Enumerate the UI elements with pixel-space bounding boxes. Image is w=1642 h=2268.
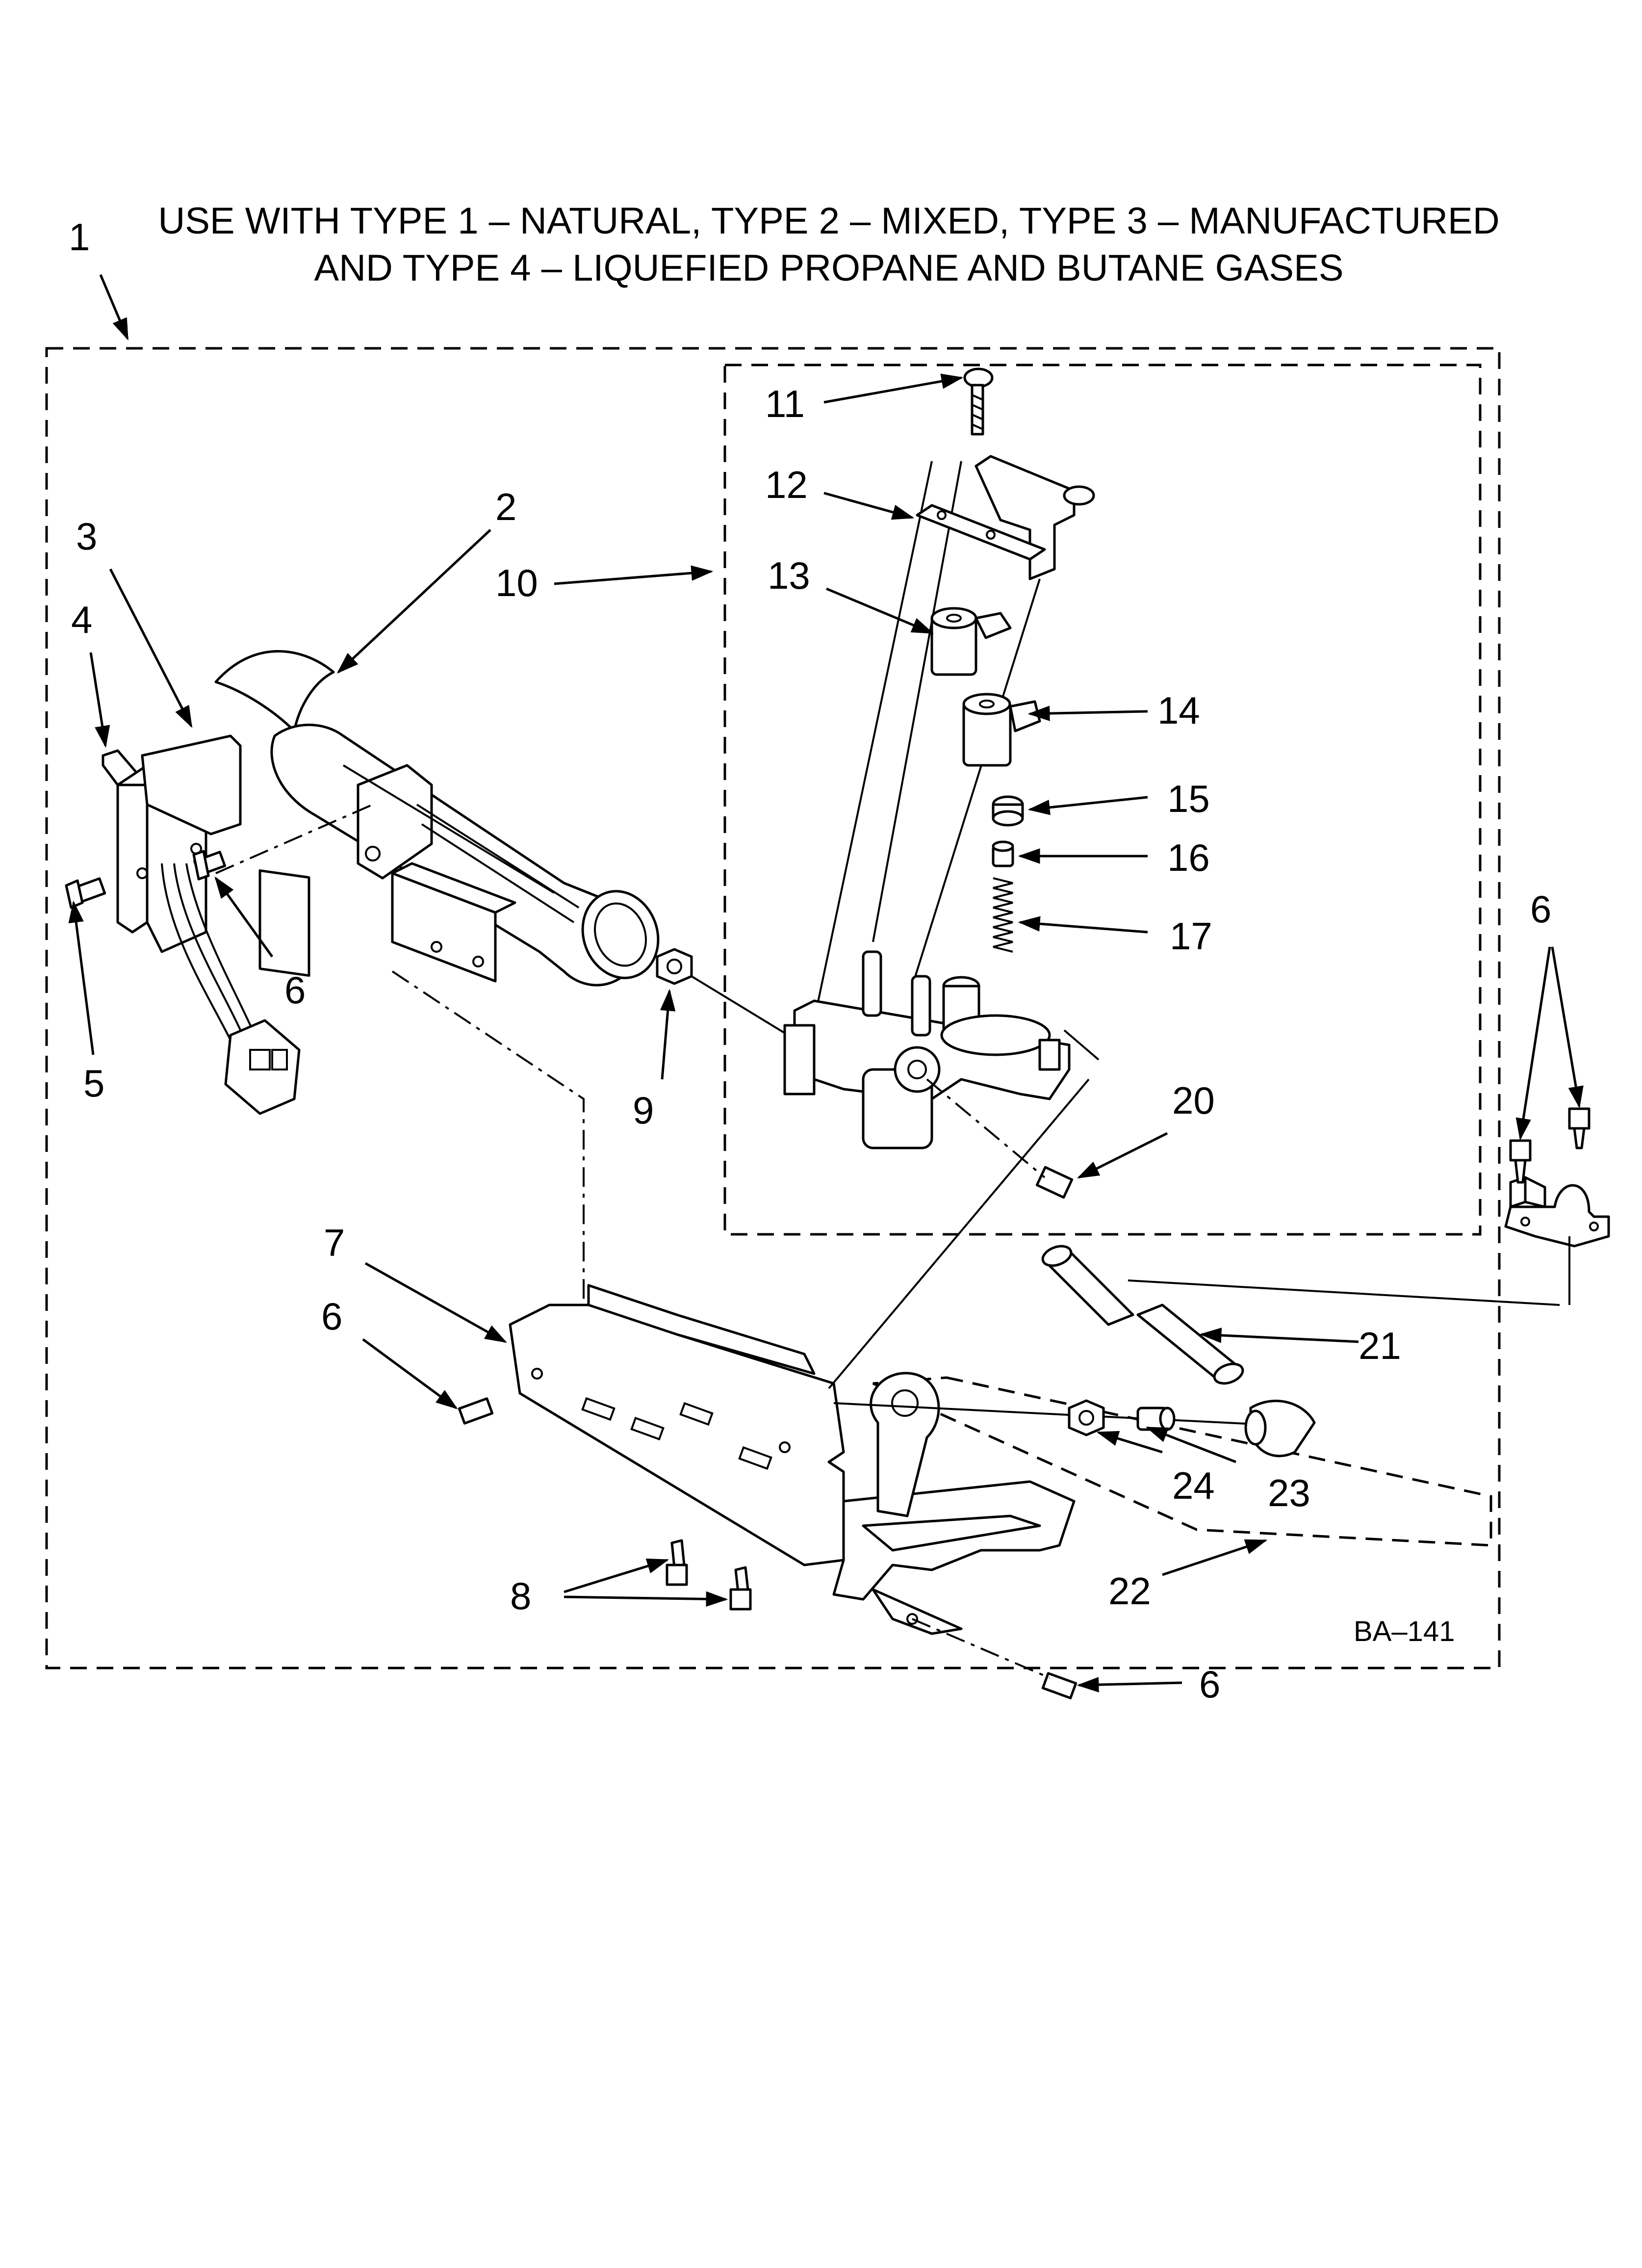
callout-8: 8	[510, 1574, 531, 1617]
diagram-code: BA–141	[1354, 1616, 1455, 1647]
orifice-part-9	[656, 948, 693, 985]
callout-6-bracket: 6	[284, 968, 306, 1012]
screw-bracket	[192, 850, 227, 881]
callout-13: 13	[768, 554, 810, 597]
callout-7: 7	[324, 1221, 345, 1264]
nut-part-24	[1068, 1399, 1105, 1436]
callout-11: 11	[765, 382, 805, 425]
guide-line-a	[813, 461, 933, 1021]
screw-clip-left	[1509, 1139, 1532, 1184]
pipe-clip	[1504, 1176, 1610, 1248]
assembly-boundary-outer	[45, 347, 1501, 1669]
valve-assembly-boundary	[723, 364, 1482, 1236]
adapter-part-23	[1136, 1407, 1176, 1431]
coil-part-13	[930, 607, 1012, 676]
centerline-shield-to-base	[391, 970, 585, 1325]
callout-10: 10	[495, 561, 538, 604]
screw-part-8-right	[729, 1566, 752, 1611]
base-to-hose-line	[833, 1402, 1276, 1426]
elbow-fitting	[1244, 1400, 1316, 1458]
mounting-base-part-7	[509, 1284, 1076, 1635]
callout-22: 22	[1108, 1569, 1151, 1613]
callout-21: 21	[1359, 1324, 1401, 1367]
screw-clip-right	[1568, 1107, 1591, 1149]
cap-part-15	[992, 795, 1024, 827]
screw-part-11	[963, 367, 994, 436]
wire-connector	[224, 1019, 301, 1115]
hose-kit-boundary	[872, 1376, 1492, 1547]
plunger-part-16	[992, 840, 1014, 867]
callout-9: 9	[633, 1089, 654, 1132]
igniter-wires	[161, 863, 254, 1041]
screw-base-left	[458, 1397, 494, 1425]
callout-2: 2	[495, 485, 516, 528]
spring-part-17	[993, 877, 1013, 953]
guide-line-b	[872, 461, 962, 942]
centerline-fitting	[926, 1078, 1046, 1178]
title-line-1: USE WITH TYPE 1 – NATURAL, TYPE 2 – MIXE…	[158, 200, 1499, 242]
fitting-part-20	[1035, 1166, 1074, 1199]
callout-1: 1	[69, 215, 90, 259]
callout-5: 5	[83, 1062, 104, 1105]
screw-base-bottom	[1041, 1672, 1078, 1699]
callout-16: 16	[1167, 836, 1210, 879]
callout-3: 3	[76, 515, 97, 558]
callout-4: 4	[71, 598, 92, 641]
screw-part-8-left	[666, 1539, 688, 1586]
callout-17: 17	[1170, 914, 1212, 958]
callout-6-base: 6	[321, 1295, 342, 1338]
screw-part-5	[65, 877, 106, 909]
callout-20: 20	[1172, 1079, 1215, 1122]
coil-bracket-part-12	[916, 455, 1095, 580]
pipe-part-21-upper	[1041, 1245, 1134, 1326]
burner-shield-plate	[391, 862, 516, 983]
pipe-part-21-lower	[1136, 1303, 1244, 1385]
callout-14: 14	[1157, 689, 1200, 732]
title-line-2: AND TYPE 4 – LIQUEFIED PROPANE AND BUTAN…	[314, 247, 1343, 289]
callout-6-bottom: 6	[1199, 1663, 1220, 1706]
coil-part-14	[962, 693, 1041, 767]
gas-valve-body	[783, 950, 1100, 1149]
leader-lines	[68, 274, 1584, 1693]
guide-line-c	[911, 578, 1041, 987]
centerline-pipe	[1128, 1279, 1560, 1306]
centerline-base-screw	[912, 1618, 1050, 1679]
centerline-bracket	[215, 804, 373, 874]
callout-12: 12	[765, 463, 808, 506]
burner-tube-part-2	[214, 650, 660, 987]
callout-6-right: 6	[1530, 887, 1551, 931]
valve-to-base-line	[828, 1078, 1090, 1389]
callout-15: 15	[1167, 777, 1210, 820]
callout-24: 24	[1172, 1464, 1215, 1507]
callout-23: 23	[1268, 1471, 1310, 1514]
